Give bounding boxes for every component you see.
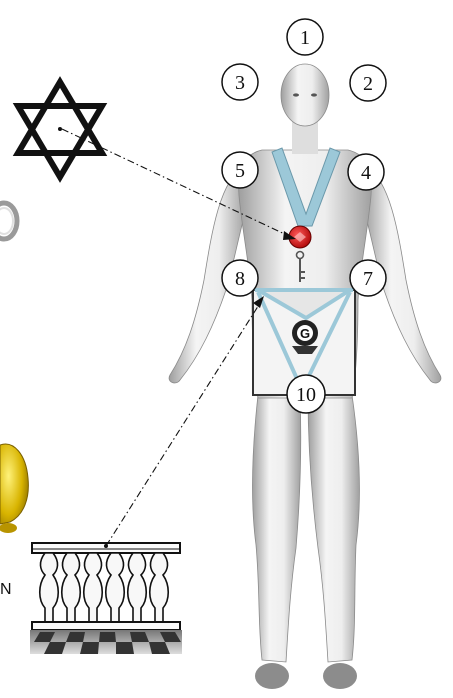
marker-1: 1 xyxy=(287,19,323,55)
left-leg xyxy=(252,395,300,662)
marker-5: 5 xyxy=(222,152,258,188)
svg-text:7: 7 xyxy=(363,268,373,290)
svg-text:3: 3 xyxy=(235,72,245,94)
left-foot xyxy=(255,663,289,689)
side-text: N xyxy=(0,581,12,598)
apron-emblem-icon: G xyxy=(292,320,318,354)
right-foot xyxy=(323,663,357,689)
left-eye xyxy=(293,93,299,96)
marker-7: 7 xyxy=(350,260,386,296)
marker-8: 8 xyxy=(222,260,258,296)
svg-text:8: 8 xyxy=(235,268,245,290)
svg-text:4: 4 xyxy=(361,162,371,184)
balustrade-icon xyxy=(30,543,182,654)
svg-text:2: 2 xyxy=(363,73,373,95)
gold-bell-icon xyxy=(0,444,28,533)
ring-icon xyxy=(0,203,17,239)
marker-10: 10 xyxy=(287,375,325,413)
head xyxy=(281,64,329,126)
svg-text:10: 10 xyxy=(296,384,316,406)
right-leg xyxy=(308,395,359,662)
right-eye xyxy=(311,93,317,96)
marker-4: 4 xyxy=(348,154,384,190)
svg-text:1: 1 xyxy=(300,27,310,49)
svg-text:5: 5 xyxy=(235,160,245,182)
star-of-david-icon xyxy=(18,82,102,177)
leader-balustrade-to-apron xyxy=(106,300,262,546)
leader-start-balustrade xyxy=(104,544,108,548)
marker-2: 2 xyxy=(350,65,386,101)
marker-3: 3 xyxy=(222,64,258,100)
svg-text:G: G xyxy=(300,326,310,341)
